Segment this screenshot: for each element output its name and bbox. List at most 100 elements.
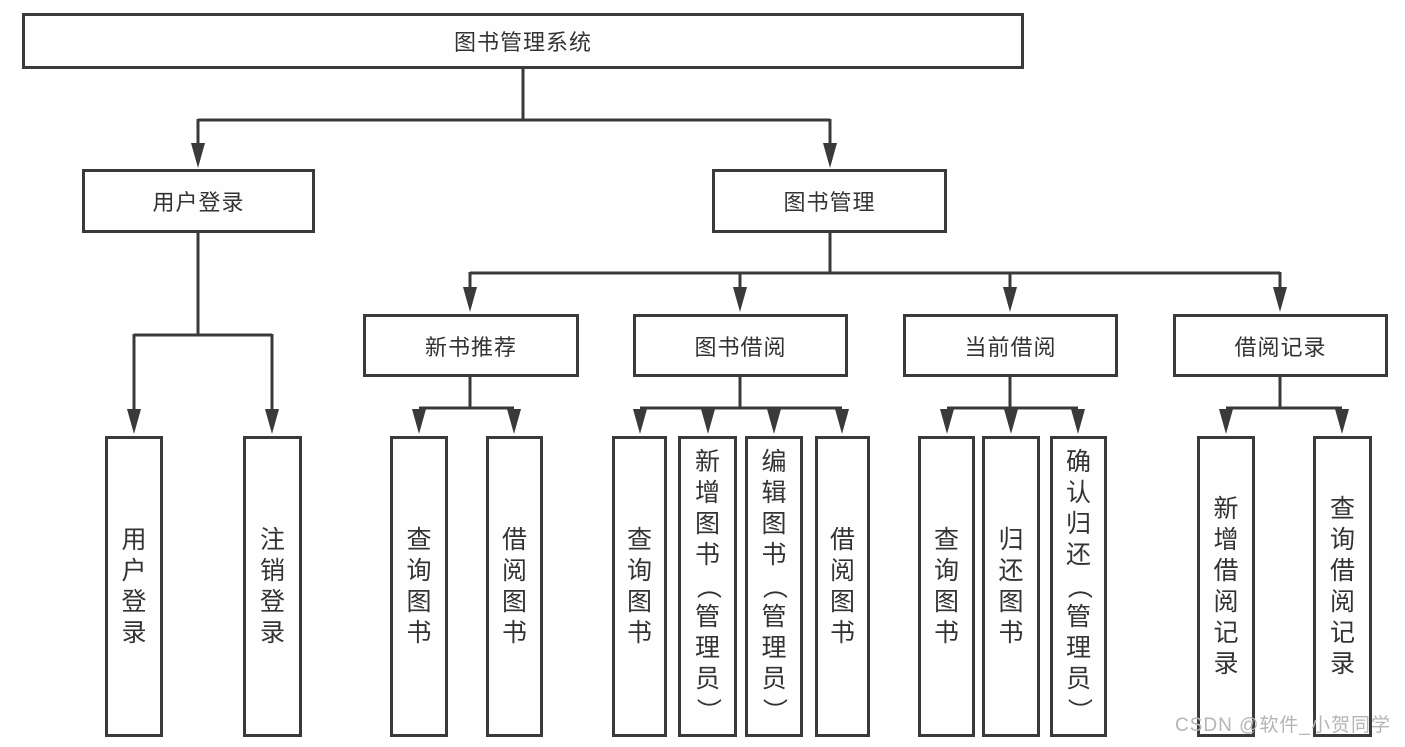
node-book-borrow: 图书借阅	[633, 314, 848, 377]
vertical-char: 录	[259, 618, 285, 647]
vertical-char: 借	[1213, 556, 1239, 585]
vertical-char: 录	[121, 618, 147, 647]
vertical-char: 归	[998, 525, 1024, 554]
vertical-char: 查	[933, 525, 959, 554]
vertical-char: 注	[259, 525, 285, 554]
vertical-char: 归	[1065, 510, 1091, 538]
vertical-char: 图	[829, 587, 855, 616]
vertical-char: 书	[933, 618, 959, 647]
vertical-char: 询	[1329, 525, 1355, 554]
leaf-borrow-book-1-label: 借阅图书	[502, 525, 527, 649]
leaf-edit-book-admin: 编辑图书（管理员）	[745, 436, 803, 737]
node-borrow-record: 借阅记录	[1173, 314, 1388, 377]
edge-borrow-record-to-leaves	[1226, 377, 1342, 410]
vertical-char: 询	[626, 556, 652, 585]
vertical-char: 管	[694, 603, 720, 631]
vertical-char: 新	[1213, 494, 1239, 523]
leaf-user-login: 用户登录	[105, 436, 163, 737]
csdn-watermark: CSDN @软件_小贺同学	[1175, 715, 1391, 736]
vertical-char: 员	[761, 665, 787, 693]
vertical-char: 理	[1065, 634, 1091, 662]
node-book-management-label: 图书管理	[783, 190, 876, 215]
vertical-char: 记	[1329, 618, 1355, 647]
vertical-char: 理	[761, 634, 787, 662]
vertical-char: （	[760, 573, 789, 600]
edge-current-borrow-to-leaves	[947, 377, 1078, 410]
vertical-char: ）	[693, 697, 722, 724]
leaf-confirm-return-admin-label: 确认归还（管理员）	[1064, 447, 1093, 726]
vertical-char: 辑	[761, 479, 787, 507]
vertical-char: 书	[761, 541, 787, 569]
vertical-char: （	[1064, 573, 1093, 600]
leaf-add-borrow-record: 新增借阅记录	[1197, 436, 1255, 737]
vertical-char: 图	[933, 587, 959, 616]
vertical-char: 书	[694, 541, 720, 569]
vertical-char: ）	[1064, 697, 1093, 724]
leaf-add-book-admin-label: 新增图书（管理员）	[693, 447, 722, 726]
vertical-char: 阅	[501, 556, 527, 585]
leaf-query-borrow-record-label: 查询借阅记录	[1330, 494, 1355, 680]
vertical-char: 借	[829, 525, 855, 554]
leaf-query-book-1: 查询图书	[390, 436, 448, 737]
leaf-return-book-label: 归还图书	[998, 525, 1023, 649]
vertical-char: 图	[406, 587, 432, 616]
leaf-user-login-label: 用户登录	[121, 525, 146, 649]
vertical-char: 理	[694, 634, 720, 662]
leaf-logout-label: 注销登录	[260, 525, 285, 649]
vertical-char: 查	[626, 525, 652, 554]
vertical-char: 编	[761, 448, 787, 476]
vertical-char: 确	[1065, 448, 1091, 476]
vertical-char: ）	[760, 697, 789, 724]
vertical-char: 书	[998, 618, 1024, 647]
vertical-char: 书	[501, 618, 527, 647]
edge-book-mgmt-to-level3	[468, 233, 1282, 290]
vertical-char: 录	[1329, 649, 1355, 678]
vertical-char: 销	[259, 556, 285, 585]
vertical-char: 登	[259, 587, 285, 616]
node-book-borrow-label: 图书借阅	[694, 334, 787, 360]
leaf-query-borrow-record: 查询借阅记录	[1313, 436, 1372, 737]
node-current-borrow: 当前借阅	[903, 314, 1118, 377]
vertical-char: 图	[694, 510, 720, 538]
vertical-char: 阅	[829, 556, 855, 585]
vertical-char: 阅	[1329, 587, 1355, 616]
leaf-query-book-2: 查询图书	[612, 436, 667, 737]
leaf-add-book-admin: 新增图书（管理员）	[678, 436, 737, 737]
vertical-char: 图	[761, 510, 787, 538]
leaf-query-book-3: 查询图书	[918, 436, 975, 737]
leaf-logout: 注销登录	[243, 436, 302, 737]
vertical-char: 还	[1065, 541, 1091, 569]
node-new-book-recommend: 新书推荐	[363, 314, 579, 377]
edge-user-login-to-leaves	[132, 233, 274, 412]
vertical-char: 查	[406, 525, 432, 554]
vertical-char: 录	[1213, 649, 1239, 678]
node-current-borrow-label: 当前借阅	[964, 334, 1057, 360]
vertical-char: 图	[626, 587, 652, 616]
node-root: 图书管理系统	[22, 13, 1024, 69]
vertical-char: 员	[1065, 665, 1091, 693]
node-book-management: 图书管理	[712, 169, 947, 233]
vertical-char: 书	[829, 618, 855, 647]
node-new-book-recommend-label: 新书推荐	[424, 334, 517, 360]
node-root-label: 图书管理系统	[453, 30, 592, 55]
vertical-char: 阅	[1213, 587, 1239, 616]
edge-root-to-level2	[196, 69, 832, 146]
vertical-char: 员	[694, 665, 720, 693]
edge-book-borrow-to-leaves	[640, 377, 842, 410]
vertical-char: 还	[998, 556, 1024, 585]
node-user-login-label: 用户登录	[152, 190, 245, 215]
leaf-add-borrow-record-label: 新增借阅记录	[1213, 494, 1238, 680]
leaf-borrow-book-2: 借阅图书	[815, 436, 870, 737]
arrowheads	[127, 143, 1349, 434]
vertical-char: 增	[694, 479, 720, 507]
vertical-char: 借	[1329, 556, 1355, 585]
edge-new-book-rec-to-leaves	[419, 377, 514, 410]
vertical-char: 记	[1213, 618, 1239, 647]
vertical-char: 图	[501, 587, 527, 616]
vertical-char: 询	[933, 556, 959, 585]
vertical-char: 图	[998, 587, 1024, 616]
vertical-char: 借	[501, 525, 527, 554]
vertical-char: 户	[121, 556, 147, 585]
